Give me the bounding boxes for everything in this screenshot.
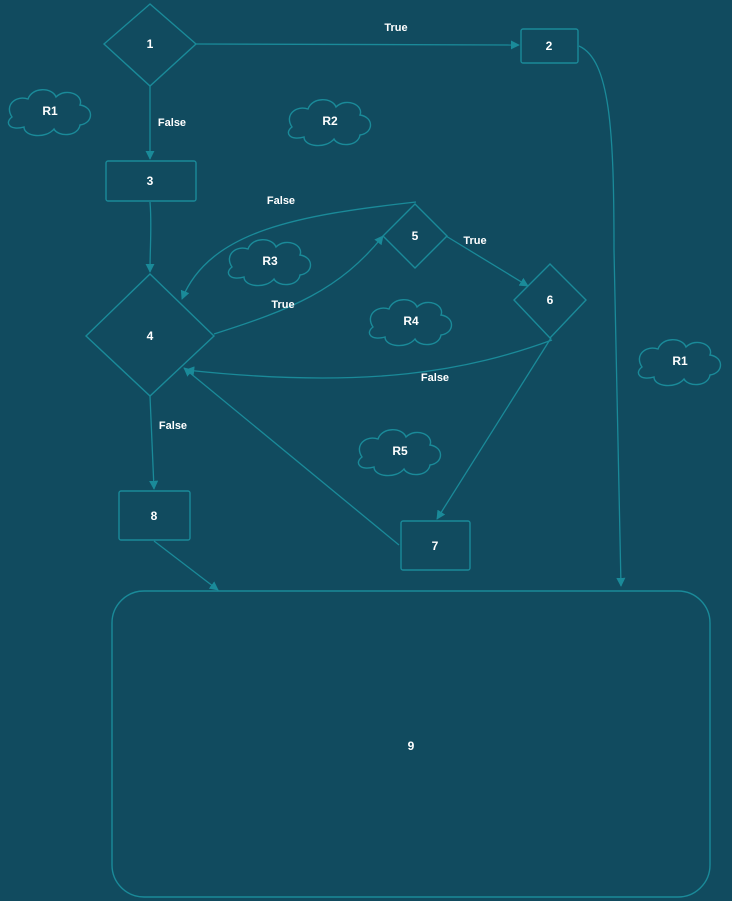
region-r2-label: R2 (322, 114, 338, 128)
edge-2-to-9[interactable] (578, 45, 626, 587)
region-r4-label: R4 (403, 314, 419, 328)
edge-1-to-2[interactable] (195, 40, 520, 50)
regions: R1 R2 R3 R4 R5 R1 (7, 89, 722, 477)
nodes: 1 2 3 4 5 6 7 (84, 3, 711, 898)
edge-4-to-5[interactable] (213, 235, 384, 335)
edge-8-to-9[interactable] (153, 540, 219, 591)
edge-1-3-label: False (158, 117, 186, 129)
node-7-label: 7 (432, 539, 439, 553)
edge-5-6-label: True (463, 235, 486, 247)
node-3-label: 3 (147, 174, 154, 188)
edge-5-4-label: False (267, 195, 295, 207)
edge-5-to-6[interactable] (445, 235, 529, 287)
node-7-process[interactable]: 7 (400, 520, 471, 571)
node-6-label: 6 (547, 293, 554, 307)
region-r5[interactable]: R5 (357, 429, 442, 477)
node-6-decision[interactable]: 6 (513, 263, 587, 340)
node-8-process[interactable]: 8 (118, 490, 191, 541)
edges (145, 40, 626, 591)
node-9-terminal[interactable]: 9 (111, 590, 711, 898)
region-r5-label: R5 (392, 444, 408, 458)
node-4-decision[interactable]: 4 (84, 273, 216, 397)
edge-6-to-7[interactable] (436, 337, 552, 520)
edge-4-to-8[interactable] (149, 395, 159, 490)
edge-7-to-4[interactable] (183, 367, 400, 546)
region-r1-right-label: R1 (672, 354, 688, 368)
node-9-label: 9 (408, 739, 415, 753)
region-r3[interactable]: R3 (227, 239, 312, 287)
region-r1-right[interactable]: R1 (637, 339, 722, 387)
node-3-process[interactable]: 3 (105, 160, 197, 202)
node-2-process[interactable]: 2 (520, 28, 579, 64)
node-2-label: 2 (546, 39, 553, 53)
node-4-label: 4 (147, 329, 154, 343)
edge-1-2-label: True (384, 22, 407, 34)
edge-labels: True False False True True False False (158, 22, 487, 432)
node-8-label: 8 (151, 509, 158, 523)
edge-3-to-4[interactable] (145, 201, 155, 273)
node-1-decision[interactable]: 1 (102, 3, 198, 87)
node-1-label: 1 (147, 37, 154, 51)
node-5-label: 5 (412, 229, 419, 243)
region-r3-label: R3 (262, 254, 278, 268)
region-r1-left-label: R1 (42, 104, 58, 118)
edge-6-4-label: False (421, 372, 449, 384)
region-r1-left[interactable]: R1 (7, 89, 92, 137)
region-r2[interactable]: R2 (287, 99, 372, 147)
edge-4-8-label: False (159, 420, 187, 432)
edge-4-5-label: True (271, 299, 294, 311)
edge-5-to-4[interactable] (180, 201, 417, 300)
region-r4[interactable]: R4 (368, 299, 453, 347)
node-5-decision[interactable]: 5 (382, 203, 448, 269)
edge-6-to-4[interactable] (185, 339, 553, 379)
